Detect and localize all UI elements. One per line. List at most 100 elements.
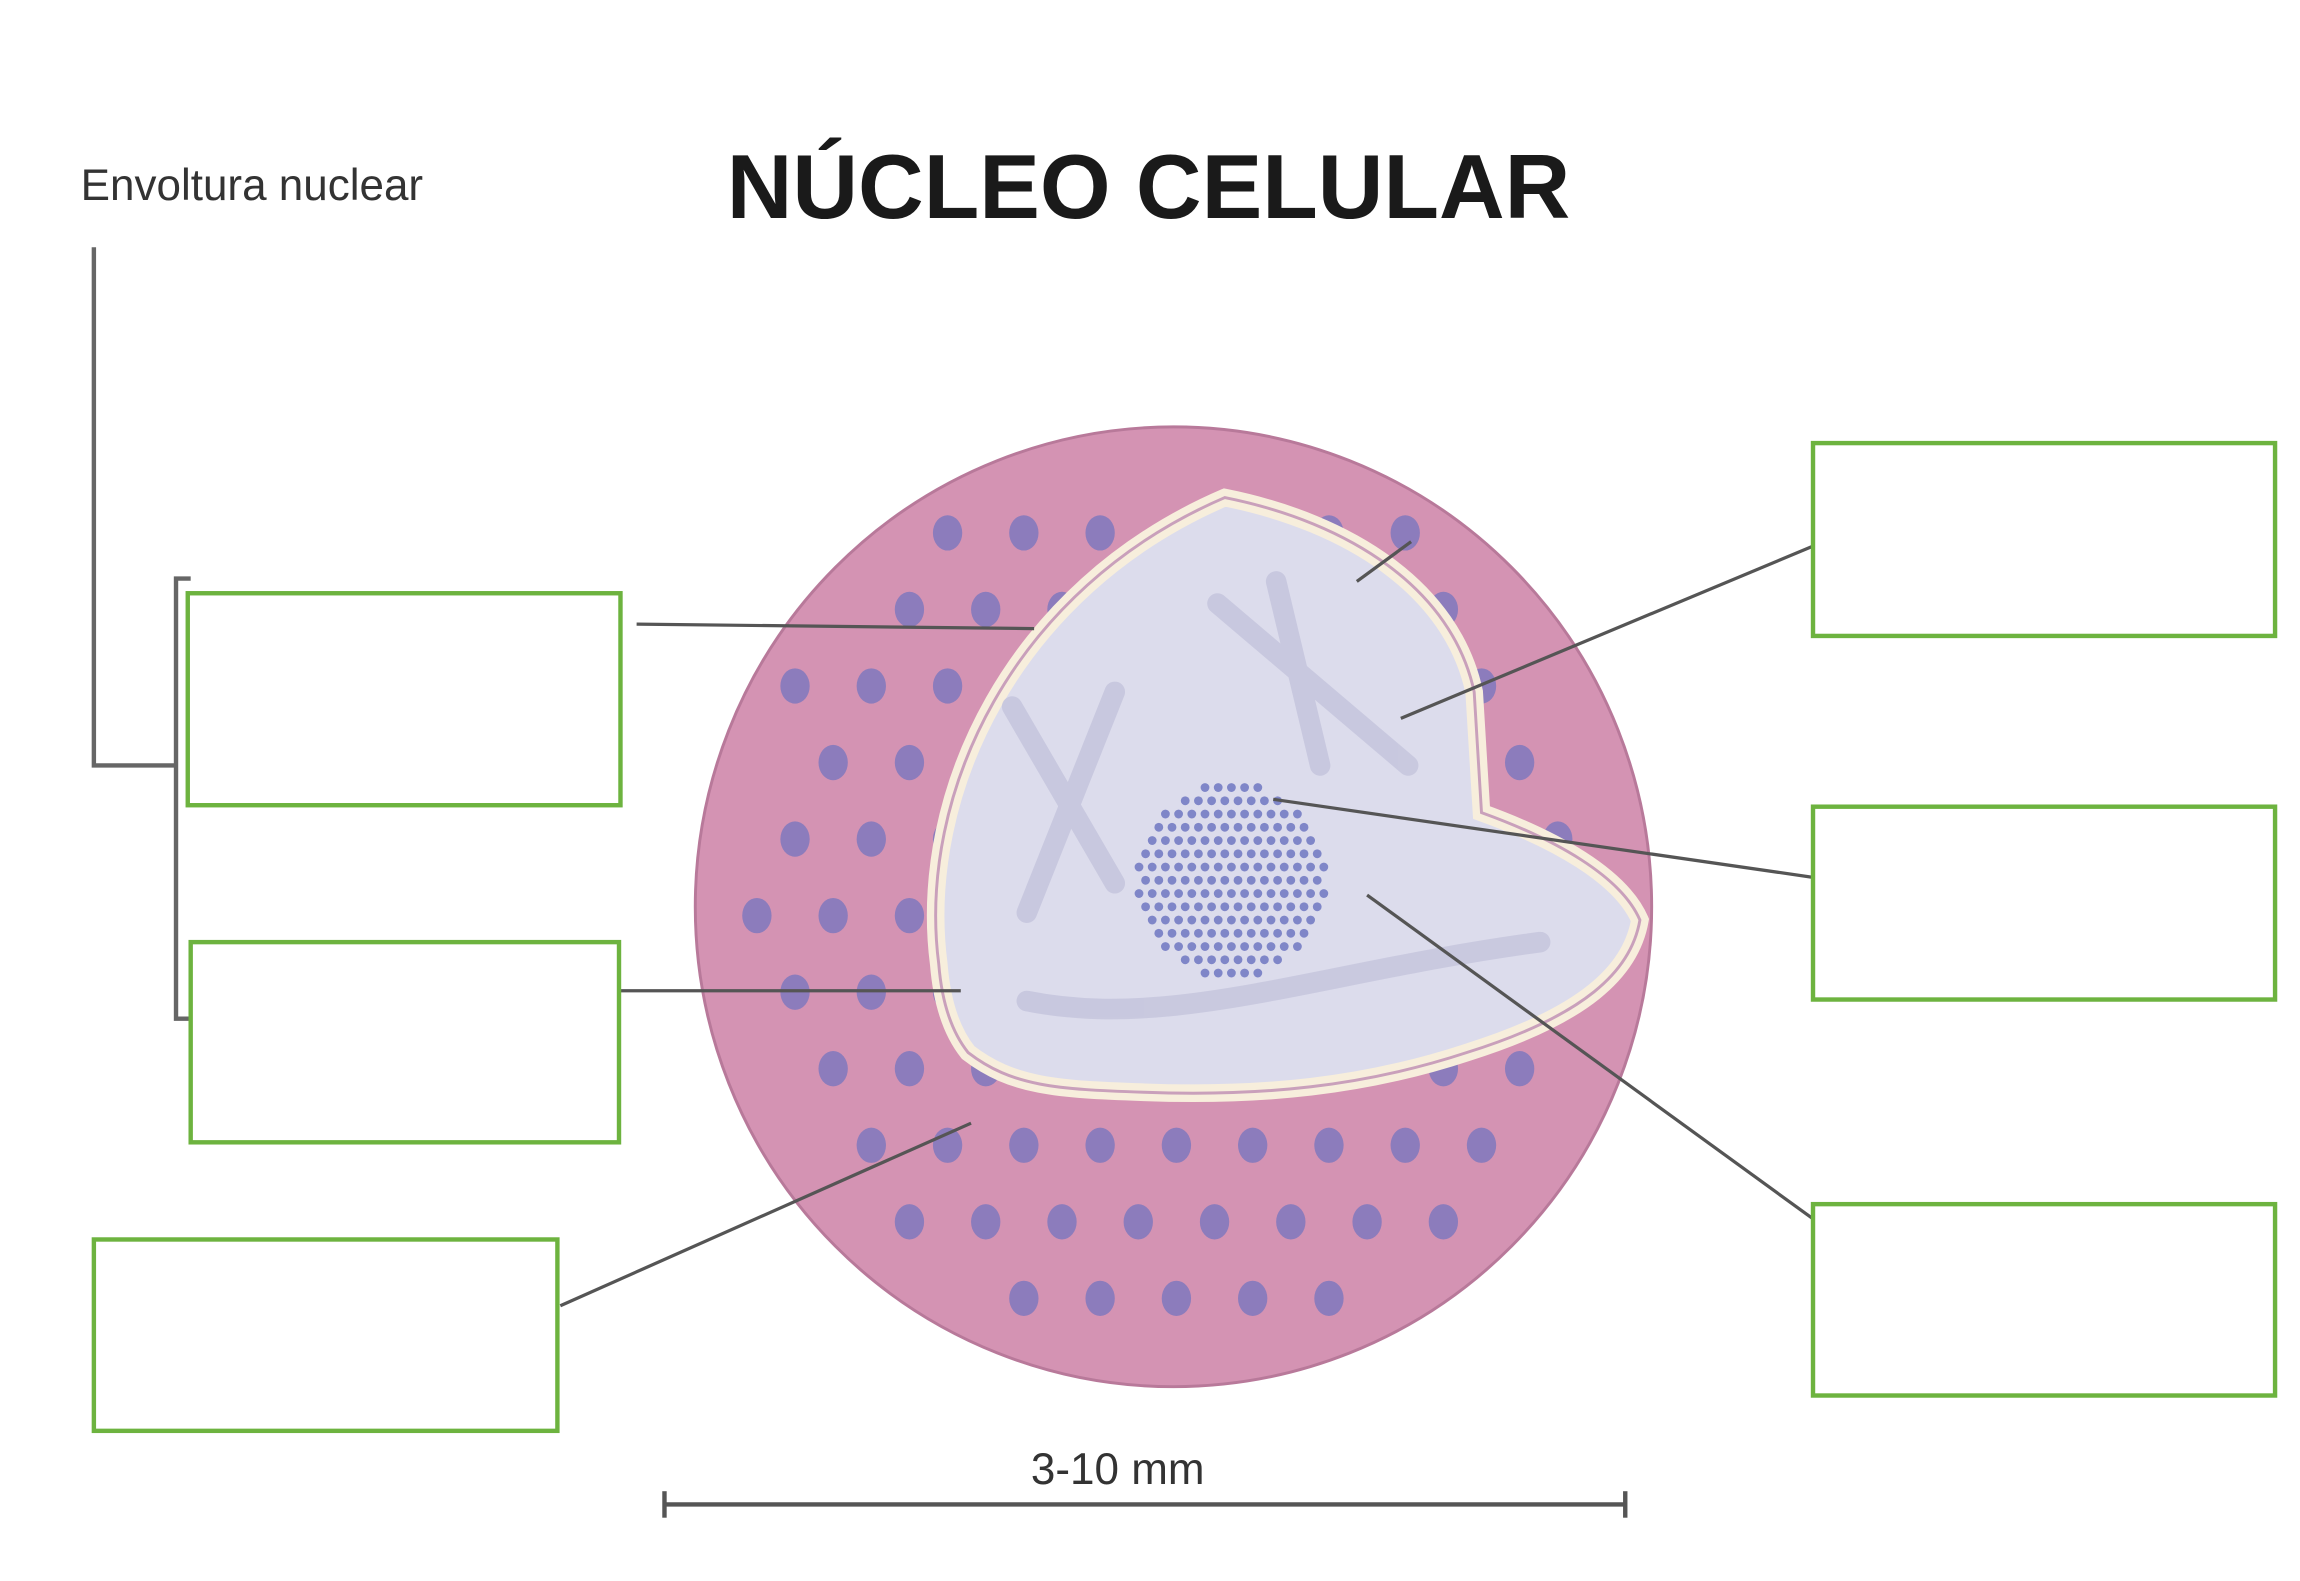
nucleolus-dot <box>1240 968 1250 978</box>
nucleolus-dot <box>1174 889 1184 898</box>
label-box-nucleoplasm[interactable] <box>1810 1201 2278 1398</box>
nucleolus-dot <box>1240 915 1250 925</box>
nucleolus-dot <box>1240 809 1250 819</box>
nucleolus-dot <box>1266 836 1276 845</box>
nucleolus-dot <box>1213 968 1223 978</box>
nucleolus-dot <box>1194 875 1203 885</box>
nucleolus-dot <box>1200 889 1210 898</box>
nucleolus-dot <box>1200 968 1210 978</box>
nucleolus-dot <box>1260 928 1269 938</box>
nucleolus-dot <box>1141 849 1150 859</box>
nucleolus-dot <box>1174 809 1184 819</box>
nucleolus-dot <box>1194 902 1203 912</box>
nucleolus <box>1134 783 1329 978</box>
nucleolus-dot <box>1273 902 1283 912</box>
pore <box>856 821 886 857</box>
nucleolus-dot <box>1240 942 1250 951</box>
nucleolus-dot <box>1266 942 1276 951</box>
pore <box>1276 1204 1306 1240</box>
nucleolus-dot <box>1266 809 1276 819</box>
nucleolus-dot <box>1260 849 1269 859</box>
pore <box>856 668 886 704</box>
nucleolus-dot <box>1180 849 1190 859</box>
nucleolus-dot <box>1286 928 1296 938</box>
nucleolus-dot <box>1273 849 1283 859</box>
nucleolus-dot <box>1273 822 1283 832</box>
pore <box>894 744 925 781</box>
nucleolus-dot <box>1220 796 1230 806</box>
pore <box>1199 1204 1230 1240</box>
pore <box>894 1051 925 1087</box>
nucleolus-dot <box>1187 862 1197 872</box>
nucleolus-dot <box>1273 928 1283 938</box>
nucleolus-dot <box>1306 889 1316 898</box>
nucleolus-dot <box>1246 822 1256 832</box>
nucleolus-dot <box>1260 796 1269 806</box>
nucleolus-dot <box>1253 915 1263 925</box>
pore <box>1314 1280 1344 1317</box>
nucleolus-dot <box>1180 902 1190 912</box>
nucleolus-dot <box>1279 836 1289 845</box>
nucleolus-dot <box>1240 836 1250 845</box>
label-box-nucleolus[interactable] <box>1810 804 2278 1002</box>
nucleolus-dot <box>1233 902 1243 912</box>
nucleolus-dot <box>1194 849 1203 859</box>
nucleolus-dot <box>1161 915 1170 925</box>
nucleolus-dot <box>1293 809 1302 819</box>
nucleolus-dot <box>1194 822 1203 832</box>
label-box-inner-membrane[interactable] <box>188 939 622 1145</box>
nucleolus-dot <box>1286 822 1296 832</box>
nucleolus-dot <box>1246 955 1256 965</box>
pore <box>894 897 925 934</box>
nucleolus-dot <box>1319 862 1329 872</box>
nucleolus-dot <box>1312 875 1322 885</box>
scale-label: 3-10 mm <box>1031 1445 1205 1494</box>
envelope-label: Envoltura nuclear <box>81 161 423 210</box>
nucleolus-dot <box>1279 942 1289 951</box>
nucleolus-dot <box>1167 928 1177 938</box>
nucleolus-dot <box>1174 836 1184 845</box>
nucleolus-dot <box>1299 928 1309 938</box>
label-box-outer-membrane[interactable] <box>185 591 623 808</box>
nucleolus-dot <box>1200 836 1210 845</box>
pore <box>742 897 772 934</box>
nucleolus-dot <box>1227 968 1236 978</box>
nucleolus-dot <box>1207 902 1217 912</box>
pore <box>1009 1280 1039 1317</box>
nucleolus-dot <box>1299 875 1309 885</box>
pore <box>1161 1127 1192 1163</box>
pore <box>894 1204 925 1240</box>
nucleolus-dot <box>1147 836 1157 845</box>
nucleolus-dot <box>1233 955 1243 965</box>
nucleolus-dot <box>1187 836 1197 845</box>
nucleolus-dot <box>1293 836 1302 845</box>
nucleolus-dot <box>1220 928 1230 938</box>
nucleolus-dot <box>1174 915 1184 925</box>
diagram-title: NÚCLEO CELULAR <box>727 137 1571 238</box>
nucleolus-dot <box>1161 836 1170 845</box>
nucleolus-dot <box>1279 915 1289 925</box>
nucleolus-dot <box>1213 836 1223 845</box>
nucleolus-dot <box>1213 915 1223 925</box>
pore <box>856 1127 886 1163</box>
nucleolus-dot <box>1207 796 1217 806</box>
nucleolus-dot <box>1180 955 1190 965</box>
nucleolus-dot <box>1273 955 1283 965</box>
nucleolus-dot <box>1293 915 1302 925</box>
label-box-chromatin[interactable] <box>1810 440 2278 639</box>
pore <box>780 668 810 704</box>
nucleolus-dot <box>1213 809 1223 819</box>
nucleolus-dot <box>1167 902 1177 912</box>
nucleolus-dot <box>1187 809 1197 819</box>
nucleolus-dot <box>1147 915 1157 925</box>
pore <box>894 591 925 628</box>
pore <box>1047 1204 1077 1240</box>
label-box-nuclear-pore[interactable] <box>91 1237 560 1434</box>
nucleolus-dot <box>1187 915 1197 925</box>
nucleolus-dot <box>1312 902 1322 912</box>
nucleolus-dot <box>1293 942 1302 951</box>
nucleolus-dot <box>1213 862 1223 872</box>
nucleolus-dot <box>1266 915 1276 925</box>
nucleolus-dot <box>1174 942 1184 951</box>
nucleolus-dot <box>1161 889 1170 898</box>
